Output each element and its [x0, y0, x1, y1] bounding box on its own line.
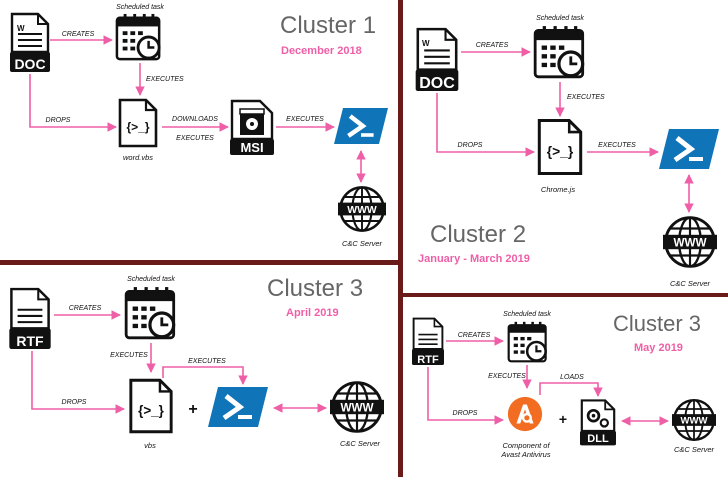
loads-label: LOADS	[560, 374, 584, 381]
cc-server-label: C&C Server	[670, 279, 711, 288]
executes-task-label: EXECUTES	[110, 352, 148, 359]
cluster-3-date: May 2019	[634, 342, 683, 354]
executes-ps-label: EXECUTES	[598, 142, 636, 149]
cluster-3-may-panel: Cluster 3 May 2019 RTF Scheduled task CR…	[412, 311, 716, 459]
downloads-label: DOWNLOADS	[172, 116, 218, 123]
drops-arrow	[31, 351, 125, 414]
creates-label: CREATES	[476, 42, 509, 49]
drops-label: DROPS	[62, 399, 87, 406]
drops-label: DROPS	[46, 117, 71, 124]
cluster-3-date: April 2019	[286, 307, 339, 319]
drops-arrow	[29, 74, 117, 132]
doc-letter: W	[17, 24, 25, 33]
loads-arrow	[539, 382, 603, 397]
cluster-3-title: Cluster 3	[613, 311, 701, 336]
scheduled-task-icon	[533, 25, 585, 79]
scheduled-task-icon	[124, 286, 176, 340]
script-file-icon	[537, 119, 583, 175]
doc-letter: W	[422, 39, 430, 48]
cc-server-label: C&C Server	[340, 439, 381, 448]
plus-sign: +	[188, 401, 197, 418]
component-label-line1: Component of	[502, 441, 550, 450]
powershell-icon	[659, 129, 719, 169]
cc-server-label: C&C Server	[674, 445, 715, 454]
powershell-icon	[208, 387, 268, 427]
www-icon	[663, 216, 717, 268]
msi-icon-label: MSI	[240, 140, 263, 155]
www-icon	[338, 186, 386, 232]
cluster-1-title: Cluster 1	[280, 12, 376, 39]
script-file-name: vbs	[144, 441, 156, 450]
doc-icon-label: DOC	[419, 75, 455, 92]
doc-icon-label: DOC	[14, 56, 45, 72]
script-file-icon	[118, 98, 158, 148]
avast-icon	[506, 395, 544, 433]
powershell-icon	[334, 108, 388, 144]
creates-label: CREATES	[62, 31, 95, 38]
drops-label: DROPS	[458, 142, 483, 149]
cluster-1-panel: Cluster 1 December 2018 DOC W Scheduled …	[10, 4, 388, 248]
cc-server-label: C&C Server	[342, 239, 383, 248]
scheduled-task-label: Scheduled task	[503, 311, 551, 318]
executes-ps-arrow	[162, 366, 248, 385]
script-file-name: Chrome.js	[541, 185, 575, 194]
executes-task-label: EXECUTES	[146, 76, 184, 83]
cluster-3-april-panel: Cluster 3 April 2019 RTF Scheduled task …	[8, 275, 384, 450]
script-file-icon	[129, 378, 173, 434]
drops-arrow	[436, 93, 535, 157]
www-icon	[330, 381, 384, 433]
drops-label: DROPS	[453, 410, 478, 417]
scheduled-task-icon	[115, 13, 161, 61]
scheduled-task-label: Scheduled task	[536, 15, 584, 22]
executes-ps-label: EXECUTES	[188, 358, 226, 365]
executes-ps-label: EXECUTES	[286, 116, 324, 123]
cluster-2-panel: Cluster 2 January - March 2019 DOC W Sch…	[414, 15, 719, 288]
rtf-icon-label: RTF	[417, 354, 439, 366]
cluster-3-title: Cluster 3	[267, 275, 363, 302]
rtf-icon-label: RTF	[16, 333, 44, 349]
executes-task-label: EXECUTES	[567, 94, 605, 101]
plus-sign: +	[559, 411, 567, 427]
scheduled-task-label: Scheduled task	[127, 276, 175, 283]
creates-label: CREATES	[458, 332, 491, 339]
creates-label: CREATES	[69, 305, 102, 312]
scheduled-task-label: Scheduled task	[116, 4, 164, 11]
cluster-2-title: Cluster 2	[430, 221, 526, 248]
executes-msi-label: EXECUTES	[176, 135, 214, 142]
component-label-line2: Avast Antivirus	[500, 450, 550, 459]
www-icon	[672, 399, 716, 441]
cluster-1-date: December 2018	[281, 45, 362, 57]
scheduled-task-icon	[507, 321, 547, 363]
script-file-name: word.vbs	[123, 153, 153, 162]
cluster-2-date: January - March 2019	[418, 253, 530, 265]
executes-task-label: EXECUTES	[488, 373, 526, 380]
drops-arrow	[427, 367, 504, 425]
dll-icon-label: DLL	[587, 433, 609, 445]
